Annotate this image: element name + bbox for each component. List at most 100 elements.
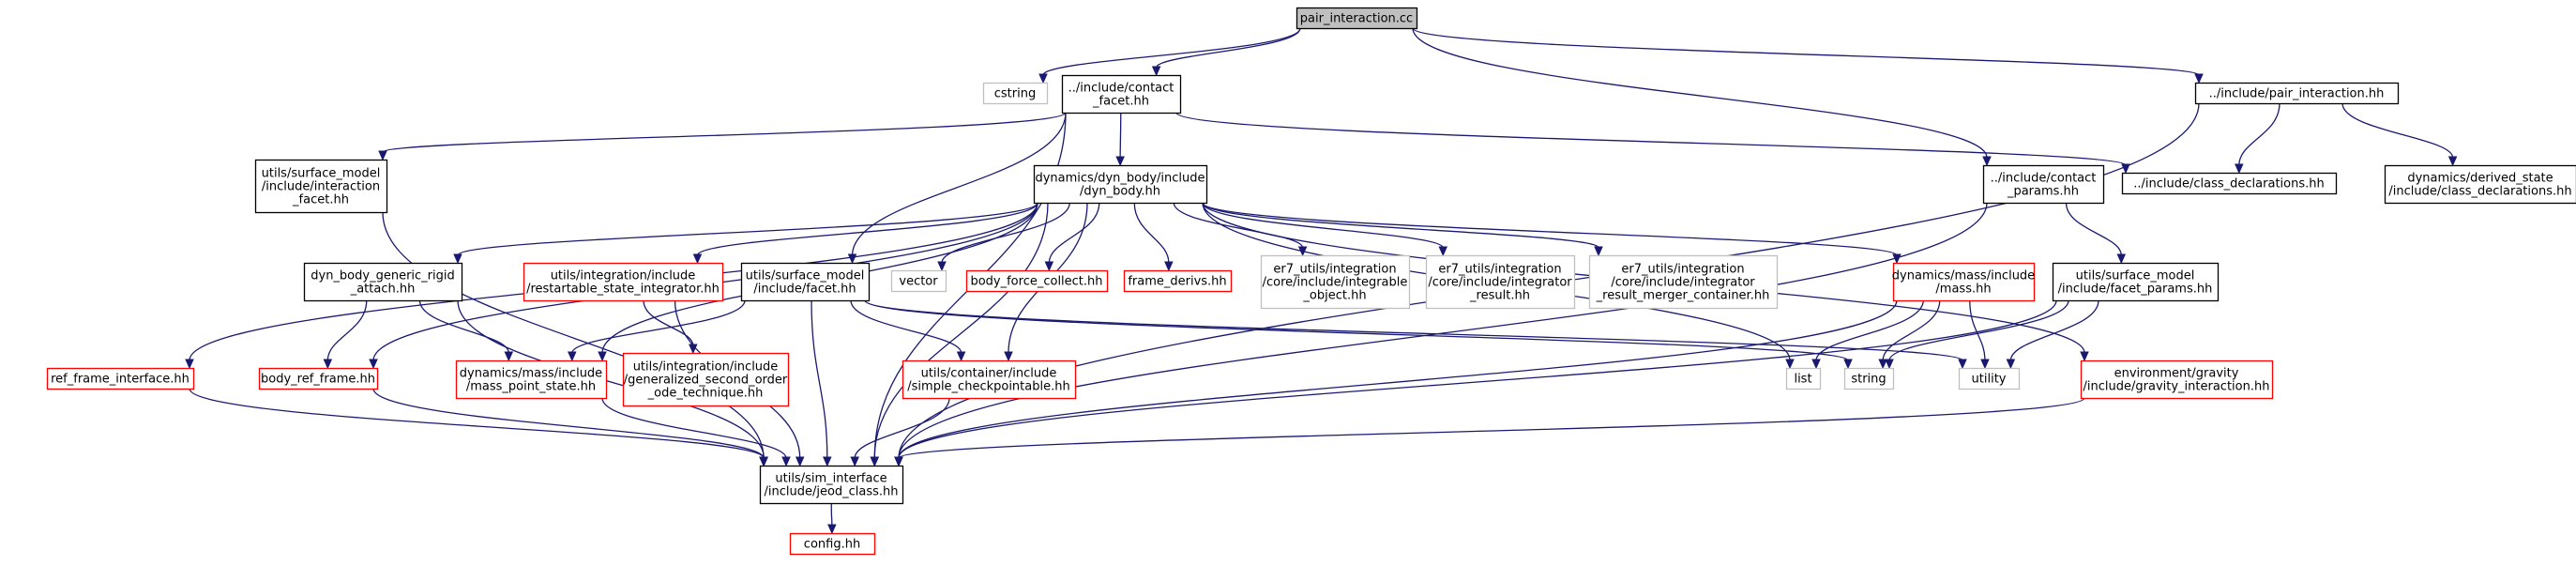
node-box [523, 262, 724, 302]
node-label-line: dynamics/mass/include [1892, 269, 2035, 283]
node-box [46, 367, 195, 390]
node-label-line: list [1794, 373, 1811, 387]
node-mass[interactable]: dynamics/mass/include/mass.hh [1892, 262, 2035, 302]
edge-gravity-to-jeod_class [894, 397, 2085, 467]
edge-arrowhead [1004, 351, 1013, 362]
node-box [622, 352, 790, 407]
node-box [759, 465, 904, 505]
node-pair-cc[interactable]: pair_interaction.cc [1296, 7, 1418, 30]
edge-pair_cc-to-contact_facet [1151, 27, 1301, 77]
node-dyn-body[interactable]: dynamics/dyn_body/include/dyn_body.hh [1033, 164, 1208, 205]
node-box [740, 262, 871, 302]
node-body-force[interactable]: body_force_collect.hh [965, 269, 1109, 293]
node-class-decl[interactable]: ../include/class_declarations.hh [2121, 172, 2338, 195]
edge-generic_rigid-to-body_ref_frame [323, 299, 368, 370]
node-result-merger[interactable]: er7_utils/integration/core/include/integ… [1588, 254, 1779, 310]
node-label-line: /include/interaction [262, 180, 380, 194]
edge-contact_params-to-facet_params [2065, 202, 2127, 265]
node-body-ref-frame[interactable]: body_ref_frame.hh [258, 367, 379, 390]
node-vector[interactable]: vector [890, 269, 947, 293]
node-label-line: ref_frame_interface.hh [51, 373, 189, 387]
node-facet-params[interactable]: utils/surface_model/include/facet_params… [2052, 262, 2220, 302]
edge-line [898, 202, 1988, 459]
edge-contact_facet-to-interaction_facet [378, 112, 1067, 161]
edge-arrowhead [894, 456, 903, 467]
edge-simple_ckpt-to-jeod_class [850, 397, 950, 467]
node-label-line: dynamics/derived_state [2407, 172, 2553, 186]
node-gravity[interactable]: environment/gravity/include/gravity_inte… [2080, 359, 2274, 400]
edge-pair_hh-to-class_decl [2235, 102, 2281, 175]
edge-arrowhead [1044, 261, 1054, 272]
edge-line [457, 202, 1038, 256]
node-integ-result[interactable]: er7_utils/integration/core/include/integ… [1425, 254, 1576, 310]
edge-line [898, 299, 1898, 459]
node-frame-derivs[interactable]: frame_derivs.hh [1123, 269, 1233, 293]
edge-facet-to-jeod_class [811, 299, 832, 467]
edge-line [1156, 27, 1301, 69]
node-box [1982, 164, 2105, 205]
node-box [1033, 164, 1208, 205]
edge-arrowhead [1038, 73, 1048, 84]
edge-dyn_body-to-vector [937, 202, 1070, 272]
node-label-line: environment/gravity [2114, 367, 2239, 381]
node-jeod-class[interactable]: utils/sim_interface/include/jeod_class.h… [759, 465, 904, 505]
edge-line [1175, 112, 2127, 166]
node-restartable[interactable]: utils/integration/include/restartable_st… [523, 262, 724, 302]
edge-line [1202, 202, 1898, 256]
edge-arrowhead [378, 150, 387, 161]
node-integrable[interactable]: er7_utils/integration/core/include/integ… [1260, 254, 1411, 310]
node-ref-frame-iface[interactable]: ref_frame_interface.hh [46, 367, 195, 390]
node-cstring[interactable]: cstring [982, 82, 1049, 105]
node-contact-facet[interactable]: ../include/contact_facet.hh [1061, 74, 1182, 115]
edge-mass-to-string [1878, 299, 1941, 370]
edge-facet-to-string [864, 299, 1853, 370]
node-box [2384, 164, 2576, 205]
edge-arrowhead [1982, 156, 1992, 167]
node-config[interactable]: config.hh [789, 532, 876, 556]
edge-facet-to-simple_ckpt [850, 299, 966, 362]
node-box [890, 269, 947, 293]
edge-arrowhead [598, 351, 607, 362]
node-label-line: /core/include/integrator [1428, 276, 1572, 290]
node-label-line: _params.hh [2007, 185, 2079, 199]
edge-interaction_facet-to-jeod_class [382, 211, 768, 467]
node-box [1843, 367, 1895, 390]
node-label-line: dynamics/dyn_body/include [1035, 172, 1205, 186]
node-mass-point[interactable]: dynamics/mass/include/mass_point_state.h… [455, 359, 608, 400]
edge-dyn_body-to-frame_derivs [1133, 202, 1174, 272]
node-label-line: dyn_body_generic_rigid [311, 269, 455, 283]
node-label-line: vector [899, 275, 938, 289]
node-facet[interactable]: utils/surface_model/include/facet.hh [740, 262, 871, 302]
edge-line [2341, 102, 2454, 159]
node-list[interactable]: list [1785, 367, 1822, 390]
node-interaction-facet[interactable]: utils/surface_model/include/interaction_… [254, 159, 388, 214]
node-box [2080, 359, 2274, 400]
node-derived-state[interactable]: dynamics/derived_state/include/class_dec… [2384, 164, 2576, 205]
node-label-line: utils/container/include [921, 367, 1057, 381]
node-generic-rigid[interactable]: dyn_body_generic_rigid_attach.hh [303, 262, 463, 302]
node-label-line: _attach.hh [350, 283, 416, 297]
edge-arrowhead [1843, 359, 1853, 370]
node-label-line: /core/include/integrator [1611, 276, 1755, 290]
edge-line [1202, 202, 1599, 249]
edge-line [850, 299, 962, 354]
node-label-line: frame_derivs.hh [1128, 275, 1226, 289]
edge-dyn_body-to-body_force [1044, 202, 1100, 272]
node-contact-params[interactable]: ../include/contact_params.hh [1982, 164, 2105, 205]
node-box [2121, 172, 2338, 195]
edge-arrowhead [2447, 156, 2458, 167]
node-simple-ckpt[interactable]: utils/container/include/simple_checkpoin… [902, 359, 1077, 400]
node-utility[interactable]: utility [1958, 367, 2021, 390]
node-label-line: utils/surface_model [746, 269, 865, 283]
edge-line [811, 299, 828, 459]
node-string[interactable]: string [1843, 367, 1895, 390]
node-label-line: utils/surface_model [262, 167, 381, 181]
edge-pair_hh-to-derived_state [2341, 102, 2458, 167]
edge-facet-to-utility [864, 299, 1967, 370]
edge-pair_cc-to-pair_hh [1412, 27, 2204, 84]
node-pair-hh[interactable]: ../include/pair_interaction.hh [2194, 82, 2400, 105]
edge-mass-to-list [1811, 299, 1924, 370]
node-gen-second[interactable]: utils/integration/include/generalized_se… [622, 352, 790, 407]
node-box [303, 262, 463, 302]
